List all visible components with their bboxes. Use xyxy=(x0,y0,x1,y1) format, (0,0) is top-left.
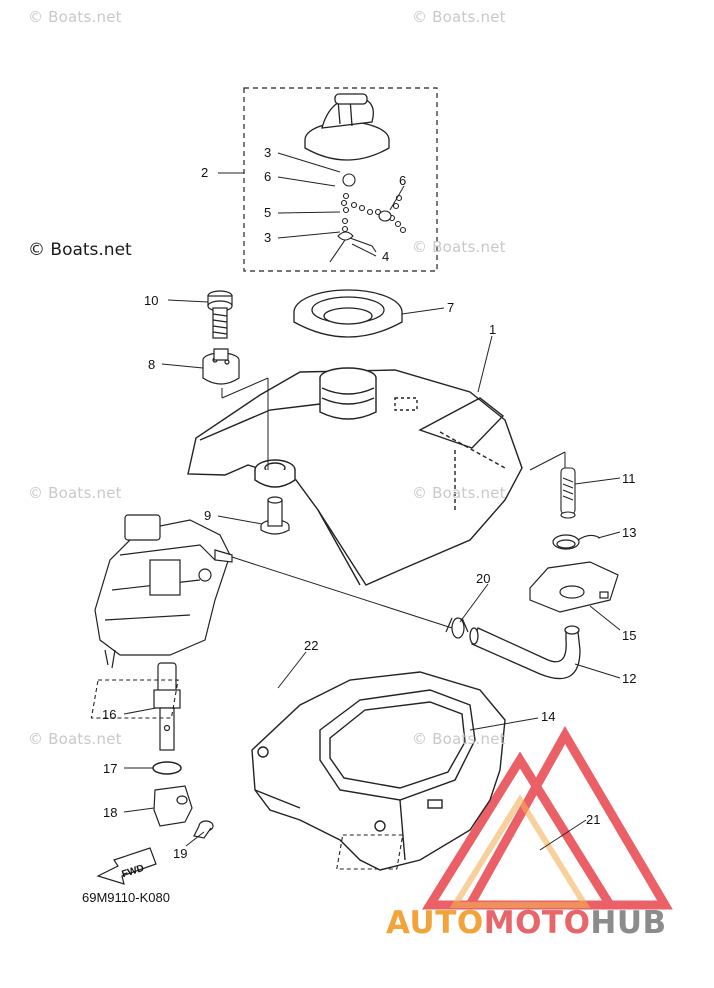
cap-assembly-box xyxy=(243,87,438,272)
screw-19 xyxy=(193,820,214,839)
watermark-mid-left: © Boats.net xyxy=(28,484,122,502)
plate-15 xyxy=(529,561,619,613)
brand-moto: MOTO xyxy=(483,905,591,941)
callout-3-top: 3 xyxy=(264,145,271,160)
fuel-tank xyxy=(187,367,523,586)
watermark-low-right: © Boats.net xyxy=(412,730,506,748)
housing-18 xyxy=(153,785,193,827)
watermark-low-left: © Boats.net xyxy=(28,730,122,748)
callout-1: 1 xyxy=(489,322,496,337)
collar-9 xyxy=(260,496,290,535)
callout-leaders xyxy=(123,152,621,851)
callout-6-left: 6 xyxy=(264,169,271,184)
carburetor xyxy=(94,514,233,669)
callout-16: 16 xyxy=(102,707,116,722)
callout-11: 11 xyxy=(622,471,636,486)
callout-7: 7 xyxy=(447,300,454,315)
fuel-cap xyxy=(304,93,390,161)
callout-15: 15 xyxy=(622,628,636,643)
callout-9: 9 xyxy=(204,508,211,523)
callout-4: 4 xyxy=(382,249,389,264)
watermark-mid-right-2: © Boats.net xyxy=(412,484,506,502)
callout-20: 20 xyxy=(476,571,490,586)
label-22 xyxy=(90,679,179,719)
automotohub-logo-mark xyxy=(421,725,673,910)
watermark-main: © Boats.net xyxy=(28,240,132,260)
callout-17: 17 xyxy=(103,761,117,776)
callout-6-right: 6 xyxy=(399,173,406,188)
clip-13 xyxy=(552,534,601,550)
fuel-hose-12 xyxy=(469,625,581,680)
guide-lines xyxy=(221,377,566,629)
callout-5: 5 xyxy=(264,205,271,220)
callout-21: 21 xyxy=(586,812,600,827)
watermark-top-left: © Boats.net xyxy=(28,8,122,26)
label-21 xyxy=(336,834,404,870)
filler-grommet xyxy=(293,289,403,338)
callout-19: 19 xyxy=(173,846,187,861)
callout-numbers: 2 3 6 5 3 6 4 7 1 10 8 9 11 13 15 12 20 … xyxy=(102,145,636,861)
watermark-top-right: © Boats.net xyxy=(412,8,506,26)
callout-8: 8 xyxy=(148,357,155,372)
brand-hub: HUB xyxy=(590,905,667,941)
callout-3-bottom: 3 xyxy=(264,230,271,245)
callout-18: 18 xyxy=(103,805,117,820)
o-ring-17 xyxy=(152,761,182,775)
bottom-cowling-14 xyxy=(251,671,506,871)
clip-20 xyxy=(445,617,469,639)
diagram-code: 69M9110-K080 xyxy=(82,890,170,905)
tether-chain xyxy=(329,173,407,263)
brand-auto: AUTO xyxy=(386,905,484,941)
callout-2: 2 xyxy=(201,165,208,180)
callout-12: 12 xyxy=(622,671,636,686)
pin-11 xyxy=(560,467,576,519)
callout-22: 22 xyxy=(304,638,318,653)
automotohub-wordmark: AUTOMOTOHUB xyxy=(386,905,667,941)
watermark-mid-right: © Boats.net xyxy=(412,238,506,256)
fwd-arrow xyxy=(96,847,157,885)
damper-8 xyxy=(202,348,240,385)
callout-14: 14 xyxy=(541,709,555,724)
callout-13: 13 xyxy=(622,525,636,540)
bolt-10 xyxy=(207,290,233,339)
callout-10: 10 xyxy=(144,293,158,308)
fuel-cock-16 xyxy=(153,662,181,751)
